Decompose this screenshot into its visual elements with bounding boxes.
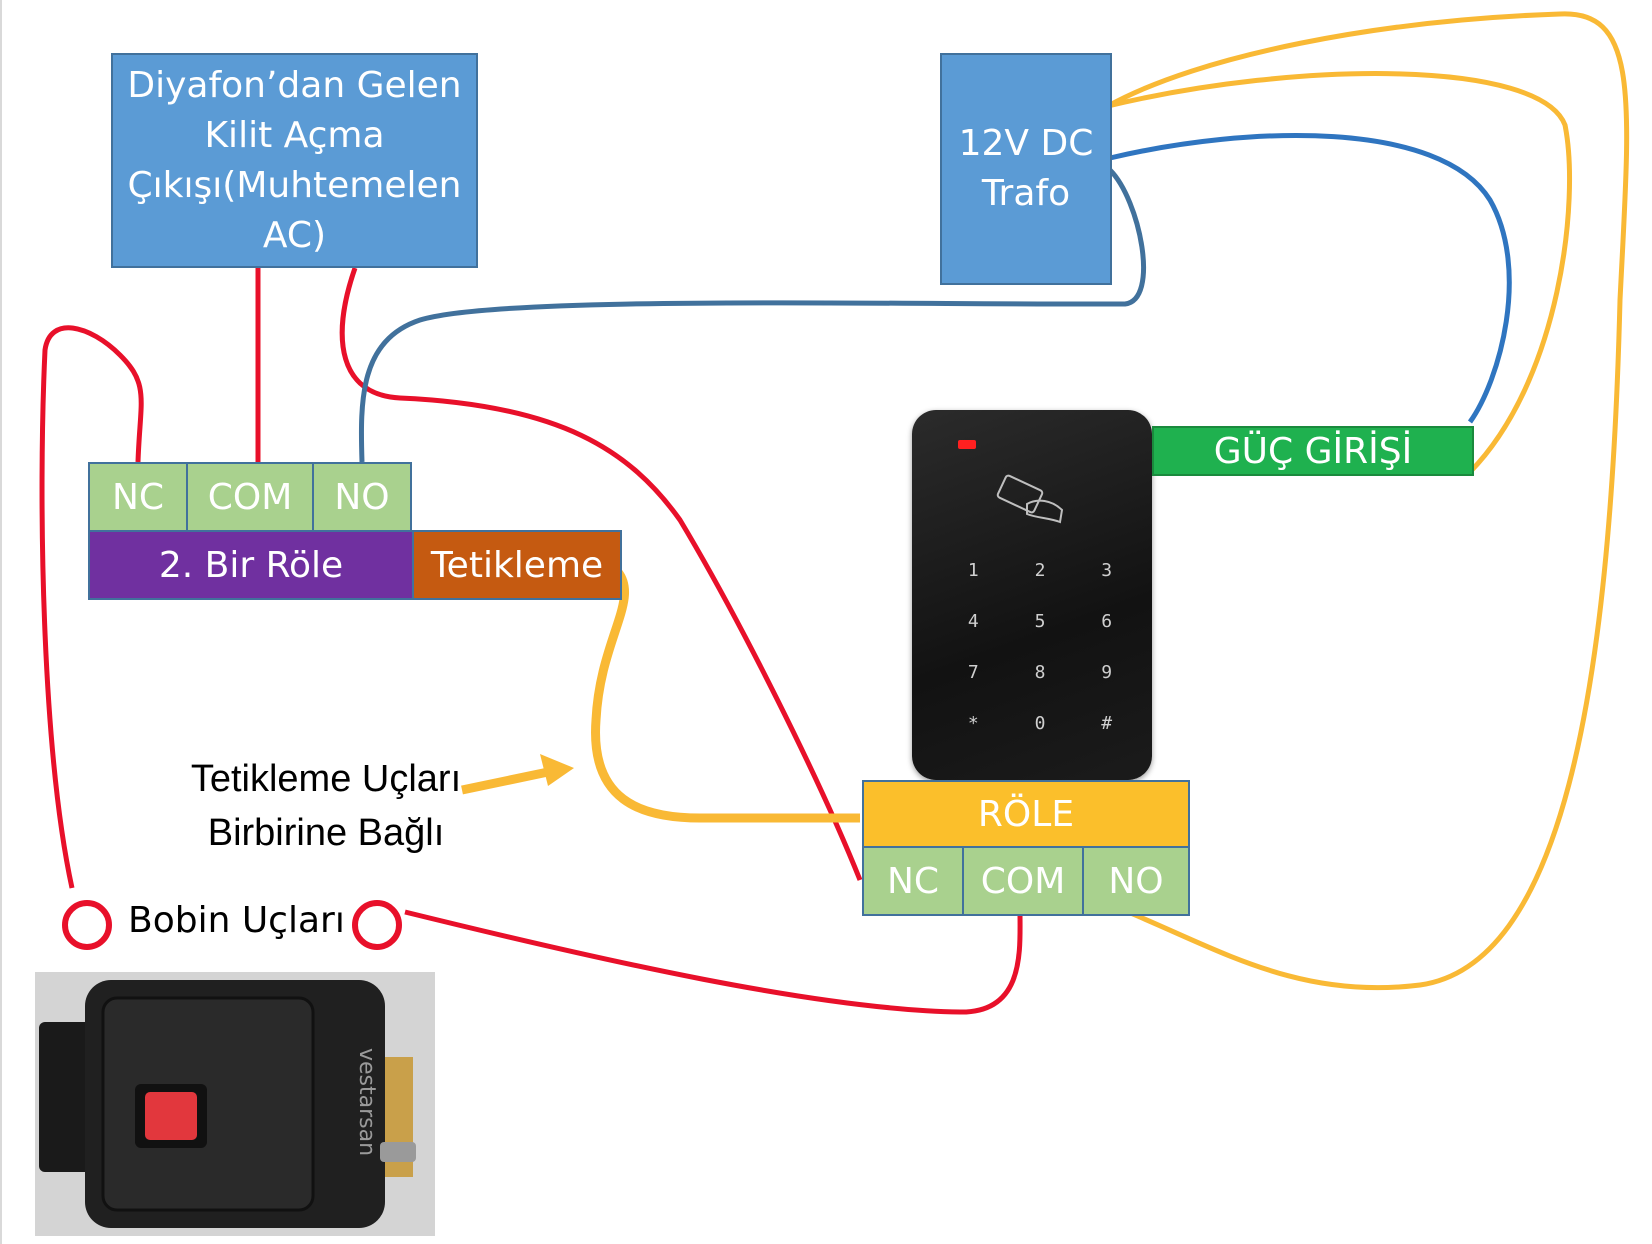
door-lock-icon: vestarsan [39,980,416,1228]
diyafon-output-box: Diyafon’dan Gelen Kilit Açma Çıkışı(Muht… [111,53,478,268]
yellow-wire-trafo-to-power [1107,71,1573,474]
red-wire-diyafon-to-relay1-nc [339,267,863,881]
key-4[interactable]: 4 [967,611,979,632]
relay1-nc-label: NC [886,860,940,902]
key-1[interactable]: 1 [967,560,979,581]
relay1-title: RÖLE [977,793,1075,835]
relay2-nc-label: NC [111,476,165,518]
relay1-com-terminal: COM [962,846,1084,916]
coil-terminals-label: Bobin Uçları [128,900,345,941]
relay2-name-bar: 2. Bir Röle [88,530,414,600]
relay2-com-label: COM [207,476,293,518]
relay1-no-terminal: NO [1082,846,1190,916]
keypad-keys: 1 2 3 4 5 6 7 8 9 * 0 # [940,560,1140,734]
relay1-no-label: NO [1108,860,1164,902]
key-8[interactable]: 8 [1034,662,1046,683]
relay2-trigger-label: Tetikleme [430,544,604,586]
rfid-keypad: 1 2 3 4 5 6 7 8 9 * 0 # [912,410,1152,780]
transformer-text: 12V DC Trafo [958,123,1094,214]
key-hash[interactable]: # [1101,713,1113,734]
relay2-com-terminal: COM [186,462,314,532]
trigger-note-line2: Birbirine Bağlı [207,812,445,854]
power-input-bar: GÜÇ GİRİŞİ [1152,426,1474,476]
key-6[interactable]: 6 [1101,611,1113,632]
note-arrow-head [540,754,574,786]
red-wire-coil-to-com [404,909,1023,1015]
relay2-trigger-bar: Tetikleme [412,530,622,600]
red-wire-nc-loop [39,325,144,889]
trigger-note: Tetikleme Uçları Birbirine Bağlı [168,752,484,860]
key-3[interactable]: 3 [1101,560,1113,581]
key-2[interactable]: 2 [1034,560,1046,581]
relay2-nc-terminal: NC [88,462,188,532]
relay2-no-terminal: NO [312,462,412,532]
relay2-no-label: NO [334,476,390,518]
trigger-note-line1: Tetikleme Uçları [190,758,462,800]
blue-wire-trafo-to-power [1109,132,1512,424]
key-5[interactable]: 5 [1034,611,1046,632]
relay2-name: 2. Bir Röle [158,544,344,586]
lock-brand-text: vestarsan [354,1048,379,1156]
key-9[interactable]: 9 [1101,662,1113,683]
card-reader-icon [996,474,1064,524]
status-led-icon [958,440,976,449]
relay1-com-label: COM [980,860,1066,902]
coil-terminal-right-icon [352,900,402,950]
blue-wire-trafo-to-no [358,168,1147,463]
power-input-label: GÜÇ GİRİŞİ [1213,430,1413,472]
note-arrow [461,767,549,795]
key-star[interactable]: * [967,713,979,734]
yellow-wire-trigger [591,569,860,823]
door-lock-image: vestarsan [35,972,435,1236]
yellow-wire-no-to-trafo [1106,11,1630,991]
transformer-box: 12V DC Trafo [940,53,1112,285]
relay1-nc-terminal: NC [862,846,964,916]
coil-terminal-left-icon [62,900,112,950]
relay1-title-bar: RÖLE [862,780,1190,848]
diyafon-output-text: Diyafon’dan Gelen Kilit Açma Çıkışı(Muht… [127,64,462,256]
key-0[interactable]: 0 [1034,713,1046,734]
key-7[interactable]: 7 [967,662,979,683]
